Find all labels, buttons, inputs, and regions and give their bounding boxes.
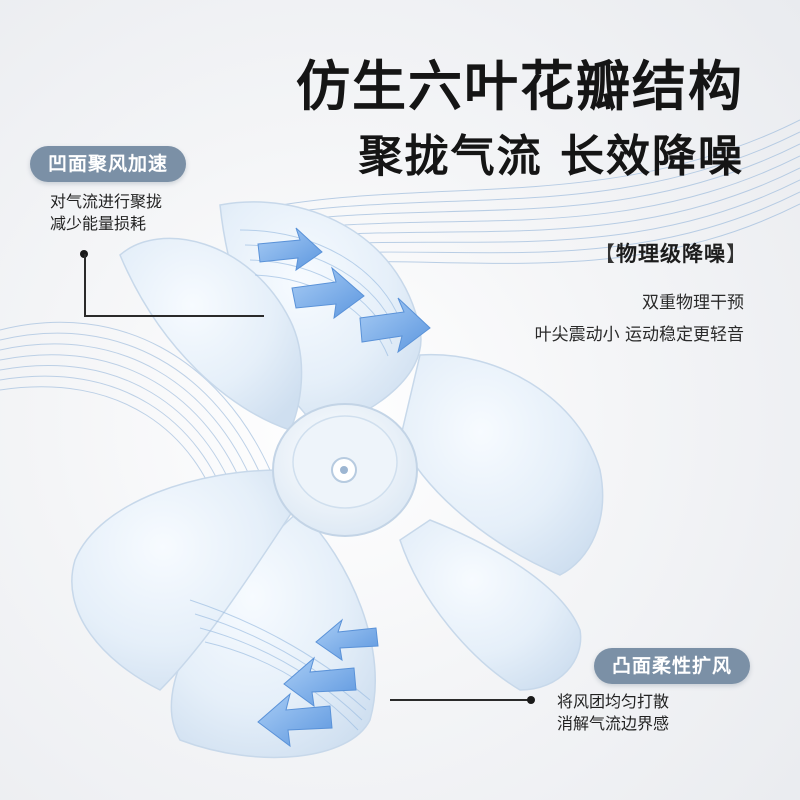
concave-feature-description: 对气流进行聚拢 减少能量损耗: [50, 191, 162, 235]
bracket-open: 【: [594, 242, 616, 266]
airflow-arrows-top: [257, 227, 431, 354]
airflow-arrows-bottom: [257, 618, 379, 748]
headline-title: 仿生六叶花瓣结构: [296, 55, 744, 118]
concave-leader-horizontal: [84, 315, 264, 317]
convex-leader-dot: [527, 696, 535, 704]
convex-feature-description: 将风团均匀打散 消解气流边界感: [557, 691, 669, 735]
convex-feature-badge: 凸面柔性扩风: [593, 648, 750, 684]
noise-desc-line-2: 叶尖震动小 运动稳定更轻音: [534, 325, 744, 345]
convex-desc-line-2: 消解气流边界感: [557, 714, 670, 733]
concave-leader-vertical: [84, 254, 86, 316]
concave-feature-badge: 凹面聚风加速: [30, 146, 187, 182]
headline-subtitle: 聚拢气流 长效降噪: [358, 131, 744, 182]
noise-desc-line-1: 双重物理干预: [642, 293, 744, 313]
fan-blades: [71, 201, 604, 759]
convex-desc-line-1: 将风团均匀打散: [557, 692, 670, 711]
fan-hub: [272, 403, 418, 537]
concave-desc-line-1: 对气流进行聚拢: [50, 192, 163, 211]
concave-desc-line-2: 减少能量损耗: [50, 214, 147, 233]
bracket-close: 】: [726, 242, 748, 266]
noise-reduction-heading: 【物理级降噪】: [594, 238, 748, 268]
noise-reduction-label: 物理级降噪: [616, 242, 726, 266]
convex-leader-line: [390, 699, 530, 701]
